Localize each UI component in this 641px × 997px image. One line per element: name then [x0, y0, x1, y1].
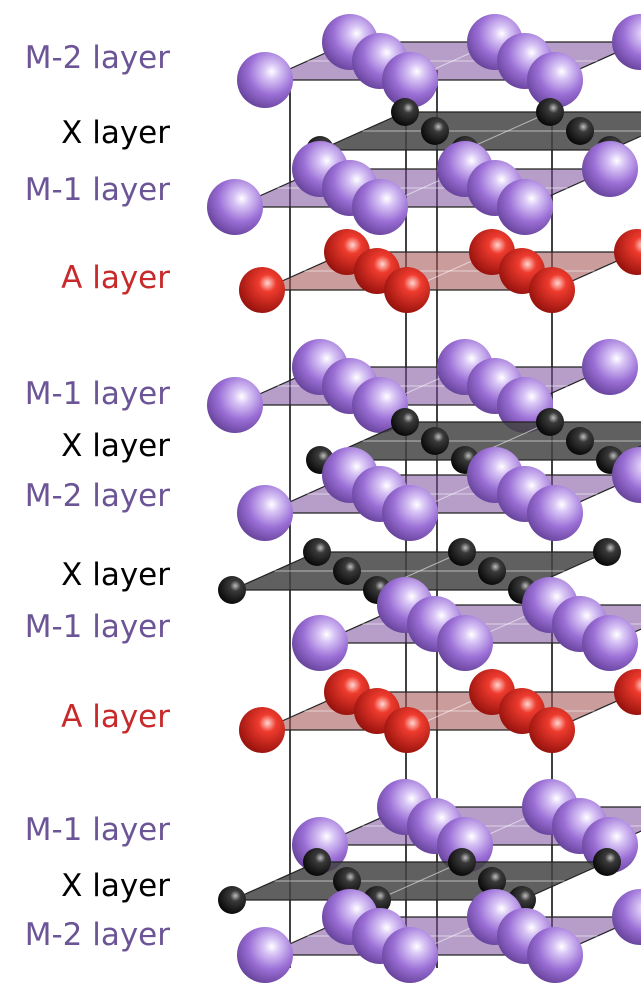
x-atom [391, 408, 419, 436]
layer-label-x-1: X layer [61, 115, 170, 151]
x-atom [448, 538, 476, 566]
x-atom [391, 98, 419, 126]
layer-a [239, 229, 641, 313]
m-atom [497, 179, 553, 235]
layer-label-x-3: X layer [61, 557, 170, 593]
x-atom [536, 408, 564, 436]
x-atom [303, 848, 331, 876]
m-atom [207, 377, 263, 433]
layer-x [218, 848, 621, 914]
layer-m [207, 141, 638, 235]
a-atom [614, 669, 641, 715]
m-atom [292, 615, 348, 671]
a-atom [384, 707, 430, 753]
layer-m [207, 339, 638, 433]
m-atom [582, 339, 638, 395]
layer-label-x-4: X layer [61, 868, 170, 904]
m-atom [527, 927, 583, 983]
m-atom [437, 615, 493, 671]
layer-label-m1-2: M-1 layer [24, 376, 170, 412]
layer-label-m1-1: M-1 layer [24, 172, 170, 208]
m-atom [207, 179, 263, 235]
layer-x [218, 538, 621, 604]
layer-label-m1-3: M-1 layer [24, 609, 170, 645]
m-atom [237, 927, 293, 983]
x-atom [478, 867, 506, 895]
x-atom [333, 867, 361, 895]
m-atom [237, 485, 293, 541]
atomic-layers [207, 14, 641, 983]
layer-m [292, 577, 641, 671]
a-atom [614, 229, 641, 275]
layer-label-a-1: A layer [61, 260, 170, 296]
layer-a [239, 669, 641, 753]
layer-label-x-2: X layer [61, 428, 170, 464]
x-atom [593, 538, 621, 566]
layer-label-a-2: A layer [61, 699, 170, 735]
m-atom [612, 14, 641, 70]
x-atom [218, 886, 246, 914]
plane-line [464, 111, 551, 151]
a-atom [529, 267, 575, 313]
x-atom [566, 427, 594, 455]
x-atom [536, 98, 564, 126]
m-atom [612, 889, 641, 945]
layer-label-m2-mid: M-2 layer [24, 478, 170, 514]
m-atom [527, 485, 583, 541]
layer-label-m1-4: M-1 layer [24, 812, 170, 848]
a-atom [529, 707, 575, 753]
layer-label-m2-top: M-2 layer [24, 40, 170, 76]
x-atom [448, 848, 476, 876]
a-atom [239, 707, 285, 753]
x-atom [478, 557, 506, 585]
m-atom [527, 52, 583, 108]
m-atom [237, 52, 293, 108]
layer-m [237, 14, 641, 108]
x-atom [593, 848, 621, 876]
m-atom [352, 179, 408, 235]
m-atom [382, 927, 438, 983]
m-atom [582, 141, 638, 197]
x-atom [218, 576, 246, 604]
a-atom [384, 267, 430, 313]
layer-m [237, 447, 641, 541]
layer-label-m2-bottom: M-2 layer [24, 917, 170, 953]
x-atom [566, 117, 594, 145]
a-atom [239, 267, 285, 313]
layer-m [237, 889, 641, 983]
plane-line [376, 861, 463, 901]
x-atom [421, 427, 449, 455]
x-atom [333, 557, 361, 585]
m-atom [582, 615, 638, 671]
x-atom [421, 117, 449, 145]
m-atom [382, 485, 438, 541]
m-atom [382, 52, 438, 108]
x-atom [303, 538, 331, 566]
m-atom [612, 447, 641, 503]
